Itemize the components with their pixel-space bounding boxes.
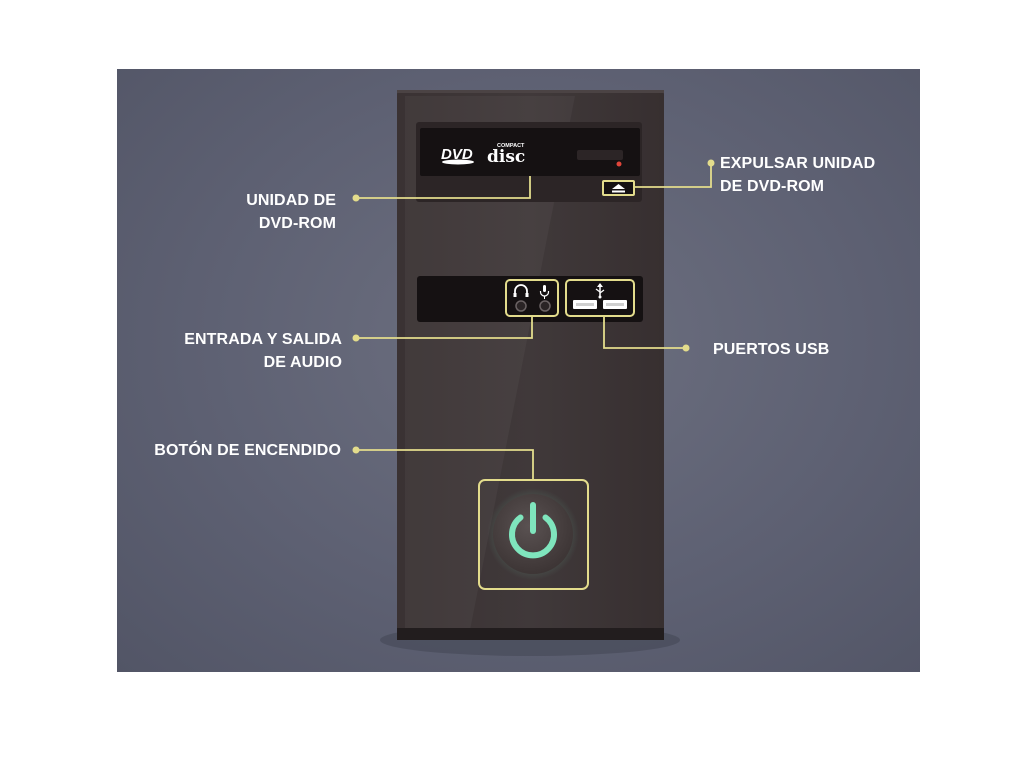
power-button[interactable] — [478, 479, 589, 590]
microphone-jack[interactable] — [539, 300, 551, 312]
usb-icon — [595, 283, 605, 299]
svg-text:DVD: DVD — [441, 146, 473, 163]
power-icon — [509, 502, 557, 559]
microphone-icon — [539, 285, 550, 299]
headphones-icon — [514, 284, 528, 295]
label-eject: EXPULSAR UNIDAD DE DVD-ROM — [720, 155, 876, 195]
svg-text:disc: disc — [487, 147, 525, 167]
leader-audio — [356, 316, 533, 339]
leader-power — [356, 449, 534, 480]
eject-button[interactable] — [602, 180, 635, 196]
eject-icon — [612, 184, 625, 193]
usb-ports — [565, 279, 635, 317]
svg-text:COMPACT: COMPACT — [497, 143, 525, 149]
leader-dots — [352, 159, 715, 454]
label-audio: ENTRADA Y SALIDA DE AUDIO — [184, 331, 342, 371]
drive-led — [616, 161, 622, 167]
leader-usb — [603, 316, 686, 349]
dvd-drive[interactable] — [416, 122, 642, 202]
headphone-jack[interactable] — [515, 300, 527, 312]
label-usb: PUERTOS USB — [713, 341, 830, 358]
leader-dvd-drive — [356, 176, 531, 199]
leader-eject — [634, 163, 712, 188]
computer-tower — [397, 90, 664, 640]
front-io-panel — [417, 276, 643, 322]
dvd-logo: DVD — [441, 146, 474, 165]
label-power: BOTÓN DE ENCENDIDO — [154, 442, 341, 459]
leader-lines — [356, 163, 712, 480]
compact-disc-logo: COMPACT disc — [487, 143, 525, 167]
label-dvd-drive: UNIDAD DE DVD-ROM — [246, 192, 336, 232]
